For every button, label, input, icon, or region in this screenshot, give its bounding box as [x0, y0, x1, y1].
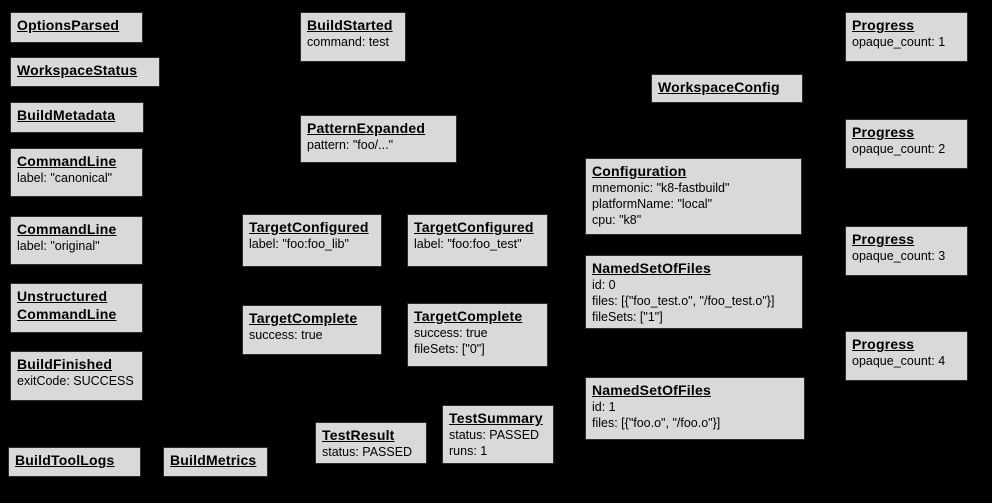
node-title: Unstructured CommandLine: [17, 288, 117, 322]
node-title: OptionsParsed: [17, 17, 120, 33]
node-title: PatternExpanded: [307, 120, 426, 136]
node-target-configured-foo-lib: TargetConfigured label: "foo:foo_lib": [242, 214, 382, 267]
node-attribute-line: files: [{"foo_test.o", "/foo_test.o"}]: [592, 294, 775, 308]
node-attribute-line: command: test: [307, 35, 389, 49]
node-build-started: BuildStarted command: test: [300, 12, 406, 62]
node-title: TestResult: [322, 427, 395, 443]
node-title: Progress: [852, 231, 915, 247]
node-options-parsed: OptionsParsed: [10, 12, 143, 43]
node-build-metadata: BuildMetadata: [10, 102, 144, 133]
node-title: Progress: [852, 17, 915, 33]
node-title: TestSummary: [449, 410, 543, 426]
node-attribute-line: opaque_count: 1: [852, 35, 946, 49]
node-title: WorkspaceStatus: [17, 62, 138, 78]
node-workspace-status: WorkspaceStatus: [10, 57, 160, 87]
node-title: BuildMetrics: [170, 452, 257, 468]
node-title: BuildMetadata: [17, 107, 116, 123]
node-title: BuildToolLogs: [15, 452, 115, 468]
node-title: BuildStarted: [307, 17, 393, 33]
node-attribute-line: opaque_count: 4: [852, 354, 946, 368]
node-target-configured-foo-test: TargetConfigured label: "foo:foo_test": [407, 214, 548, 267]
node-build-finished: BuildFinished exitCode: SUCCESS: [10, 351, 143, 401]
node-attribute-line: label: "foo:foo_lib": [249, 237, 349, 251]
node-attribute-line: files: [{"foo.o", "/foo.o"}]: [592, 416, 721, 430]
node-title: Progress: [852, 124, 915, 140]
node-test-result: TestResult status: PASSED: [315, 422, 427, 464]
node-attribute-line: fileSets: ["1"]: [592, 310, 663, 324]
node-test-summary: TestSummary status: PASSED runs: 1: [442, 405, 554, 464]
node-attribute-line: label: "foo:foo_test": [414, 237, 522, 251]
node-pattern-expanded: PatternExpanded pattern: "foo/...": [300, 115, 457, 163]
node-command-line-original: CommandLine label: "original": [10, 216, 143, 265]
node-configuration: Configuration mnemonic: "k8-fastbuild" pla…: [585, 158, 802, 235]
node-attribute-line: mnemonic: "k8-fastbuild": [592, 181, 730, 195]
node-attribute-line: success: true: [249, 328, 323, 342]
node-title: BuildFinished: [17, 356, 113, 372]
node-attribute-line: cpu: "k8": [592, 213, 642, 227]
node-title: NamedSetOfFiles: [592, 382, 711, 398]
node-build-metrics: BuildMetrics: [163, 447, 268, 477]
node-attribute-line: platformName: "local": [592, 197, 713, 211]
node-attribute-line: success: true: [414, 326, 488, 340]
node-attribute-line: label: "original": [17, 239, 100, 253]
node-progress-2: Progress opaque_count: 2: [845, 119, 968, 169]
node-progress-1: Progress opaque_count: 1: [845, 12, 968, 62]
node-title: NamedSetOfFiles: [592, 260, 711, 276]
node-title: TargetComplete: [414, 308, 523, 324]
node-attribute-line: id: 0: [592, 278, 616, 292]
node-target-complete-foo-test: TargetComplete success: true fileSets: ["0…: [407, 303, 548, 367]
node-progress-4: Progress opaque_count: 4: [845, 331, 968, 381]
node-command-line-canonical: CommandLine label: "canonical": [10, 148, 143, 197]
node-title: TargetComplete: [249, 310, 358, 326]
node-title: TargetConfigured: [249, 219, 369, 235]
node-workspace-config: WorkspaceConfig: [651, 74, 803, 103]
node-attribute-line: pattern: "foo/...": [307, 138, 394, 152]
node-attribute-line: exitCode: SUCCESS: [17, 374, 134, 388]
node-title: CommandLine: [17, 221, 117, 237]
node-build-tool-logs: BuildToolLogs: [8, 447, 141, 477]
node-named-set-of-files-1: NamedSetOfFiles id: 1 files: [{"foo.o", "/…: [585, 377, 805, 440]
node-title: TargetConfigured: [414, 219, 534, 235]
node-attribute-line: label: "canonical": [17, 171, 113, 185]
node-attribute-line: status: PASSED: [322, 445, 413, 459]
node-title: WorkspaceConfig: [658, 79, 780, 95]
node-attribute-line: fileSets: ["0"]: [414, 342, 485, 356]
node-named-set-of-files-0: NamedSetOfFiles id: 0 files: [{"foo_test.o…: [585, 255, 803, 329]
node-attribute-line: opaque_count: 3: [852, 249, 946, 263]
node-title: Configuration: [592, 163, 687, 179]
node-title: CommandLine: [17, 153, 117, 169]
node-target-complete-foo-lib: TargetComplete success: true: [242, 305, 382, 355]
node-attribute-line: runs: 1: [449, 444, 488, 458]
node-attribute-line: opaque_count: 2: [852, 142, 946, 156]
node-unstructured-command-line: Unstructured CommandLine: [10, 283, 143, 333]
node-attribute-line: status: PASSED: [449, 428, 540, 442]
node-progress-3: Progress opaque_count: 3: [845, 226, 968, 276]
node-attribute-line: id: 1: [592, 400, 616, 414]
node-title: Progress: [852, 336, 915, 352]
